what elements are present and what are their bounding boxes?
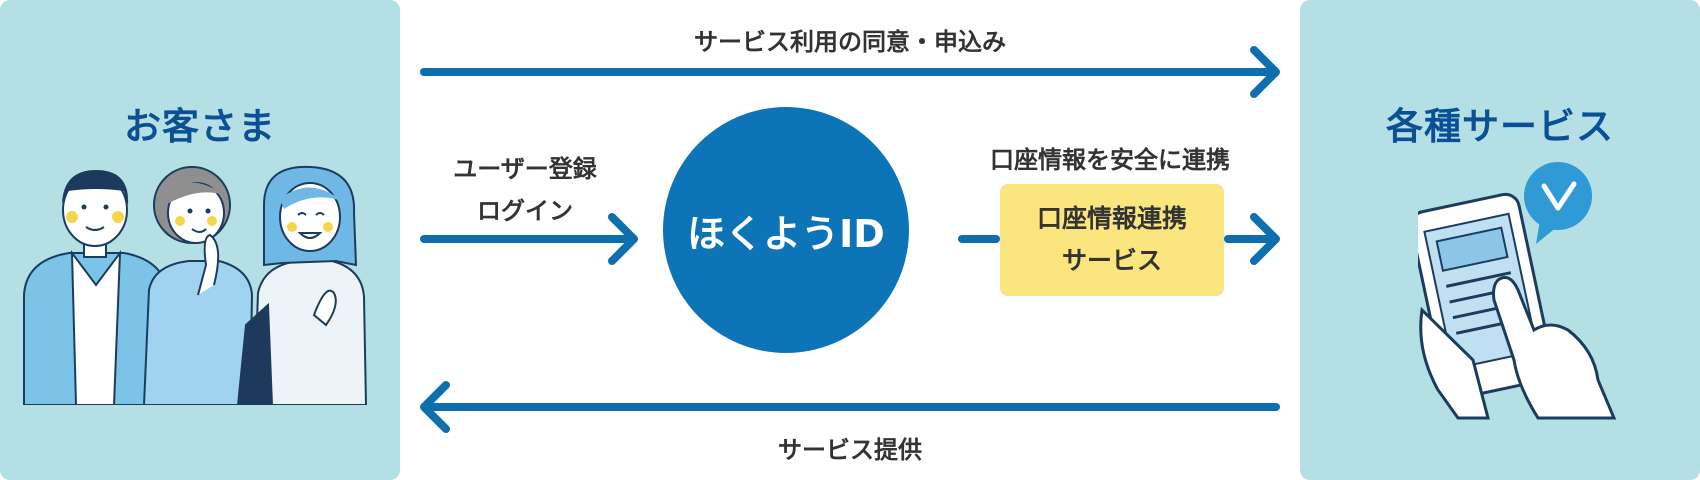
- hokuyo-id-label: ほくようID: [687, 211, 885, 256]
- people-icon: [23, 165, 368, 405]
- woman-figure-2: [236, 165, 368, 405]
- arrow-consent: [420, 46, 1280, 98]
- checkmark-icon: [1524, 162, 1592, 244]
- customer-title: お客さま: [124, 105, 276, 148]
- services-title: 各種サービス: [1386, 105, 1614, 148]
- account-link-label: 口座情報を安全に連携: [990, 146, 1230, 174]
- arrow-service-provision: [420, 381, 1280, 433]
- login-label: ログイン: [477, 197, 573, 225]
- smartphone-icon: [1418, 162, 1617, 420]
- service-provision-label: サービス提供: [778, 436, 922, 464]
- consent-label: サービス利用の同意・申込み: [694, 28, 1006, 56]
- register-label: ユーザー登録: [453, 155, 597, 183]
- arrow-account-link: [1224, 213, 1280, 265]
- hokuyo-id-circle: ほくようID: [663, 107, 909, 353]
- arrow-register-login: [420, 213, 638, 265]
- account-link-service-box: 口座情報連携 サービス: [1000, 184, 1224, 296]
- register-login-label: ユーザー登録 ログイン: [420, 148, 630, 232]
- hand-icon: [1419, 276, 1617, 420]
- woman-figure-1: [142, 166, 254, 405]
- man-figure: [23, 170, 170, 405]
